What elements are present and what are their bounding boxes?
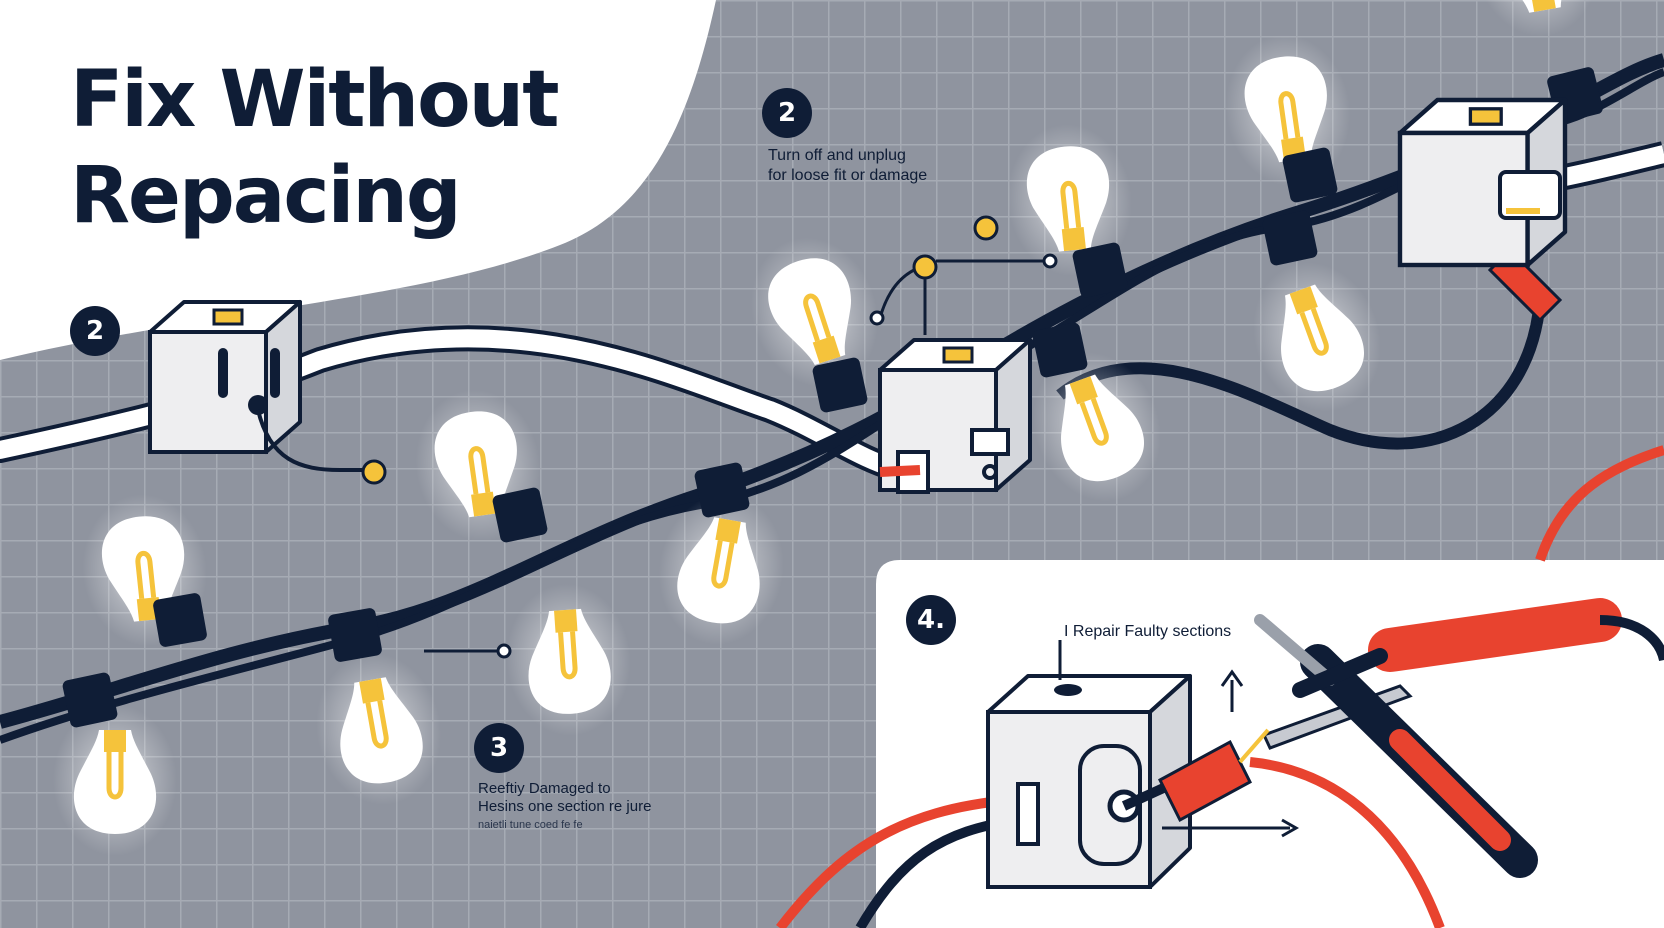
callout-markers — [361, 215, 1058, 659]
step-caption-line: Hesins one section re jure — [478, 798, 652, 815]
step-number-badge: 2 — [762, 88, 812, 138]
step-caption-line: Reeftiy Damaged to — [478, 780, 611, 797]
step-caption-line: Turn off and unplug — [768, 147, 906, 164]
step-caption-line: naietli tune coed fe fe — [478, 819, 583, 831]
step-caption: Reeftiy Damaged to Hesins one section re… — [478, 780, 651, 834]
title-line-2: Repacing — [70, 151, 462, 241]
step-caption: I Repair Faulty sections — [1064, 622, 1231, 642]
red-cable-top-right — [1535, 445, 1664, 562]
step-number-badge: 2 — [70, 306, 120, 356]
page-title: Fix Without Repacing — [70, 52, 559, 244]
title-line-1: Fix Without — [70, 55, 559, 145]
step-caption-line: I Repair Faulty sections — [1064, 623, 1232, 640]
step-number-badge: 4. — [906, 595, 956, 645]
step-caption: Turn off and unplug for loose fit or dam… — [768, 146, 927, 186]
title-panel — [0, 0, 716, 360]
white-cable-right — [1558, 145, 1664, 187]
step-caption-line: for loose fit or damage — [768, 167, 928, 184]
repair-illustration — [776, 598, 1664, 928]
step-number-badge: 3 — [474, 723, 524, 773]
loop-wire — [1056, 299, 1546, 450]
